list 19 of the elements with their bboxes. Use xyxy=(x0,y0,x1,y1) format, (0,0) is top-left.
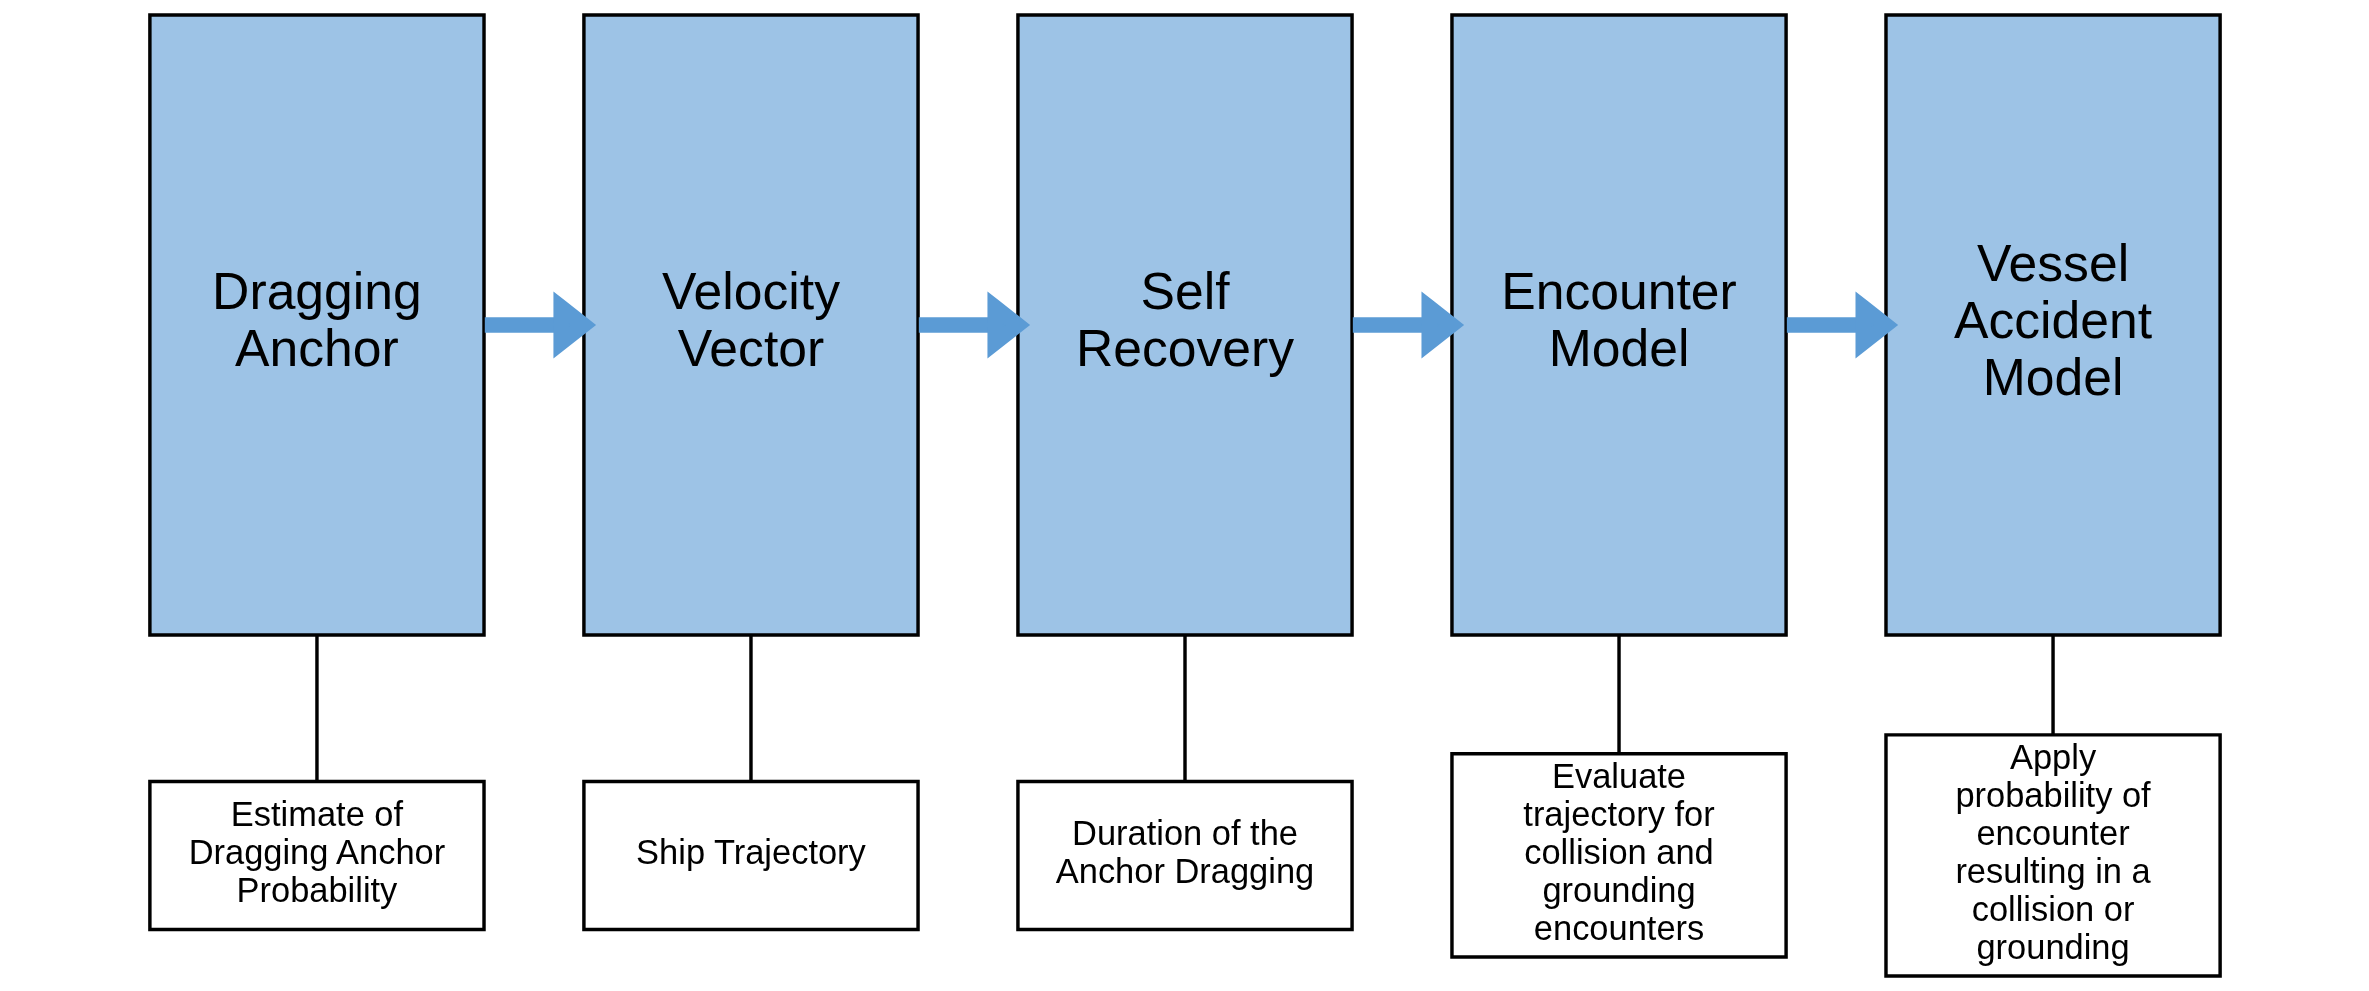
connector xyxy=(2050,635,2055,735)
node-box: Estimate of Dragging Anchor Probability xyxy=(147,779,486,932)
arrow xyxy=(1786,291,1898,359)
node-box: Velocity Vector xyxy=(581,13,920,637)
connector xyxy=(1182,635,1187,782)
connector xyxy=(314,635,319,782)
connector xyxy=(1616,635,1621,754)
arrow xyxy=(1352,291,1464,359)
node-box: Evaluate trajectory for collision and grounding encounters xyxy=(1449,752,1788,959)
arrow xyxy=(918,291,1030,359)
node-box: Ship Trajectory xyxy=(581,779,920,932)
node-box: Duration of the Anchor Dragging xyxy=(1015,779,1354,932)
connector xyxy=(748,635,753,782)
node-box: Dragging Anchor xyxy=(147,13,486,637)
node-box: Self Recovery xyxy=(1015,13,1354,637)
node-box: Apply probability of encounter resulting in a collision or grounding xyxy=(1883,733,2222,978)
node-box: Encounter Model xyxy=(1449,13,1788,637)
node-box: Vessel Accident Model xyxy=(1883,13,2222,637)
arrow xyxy=(484,291,596,359)
